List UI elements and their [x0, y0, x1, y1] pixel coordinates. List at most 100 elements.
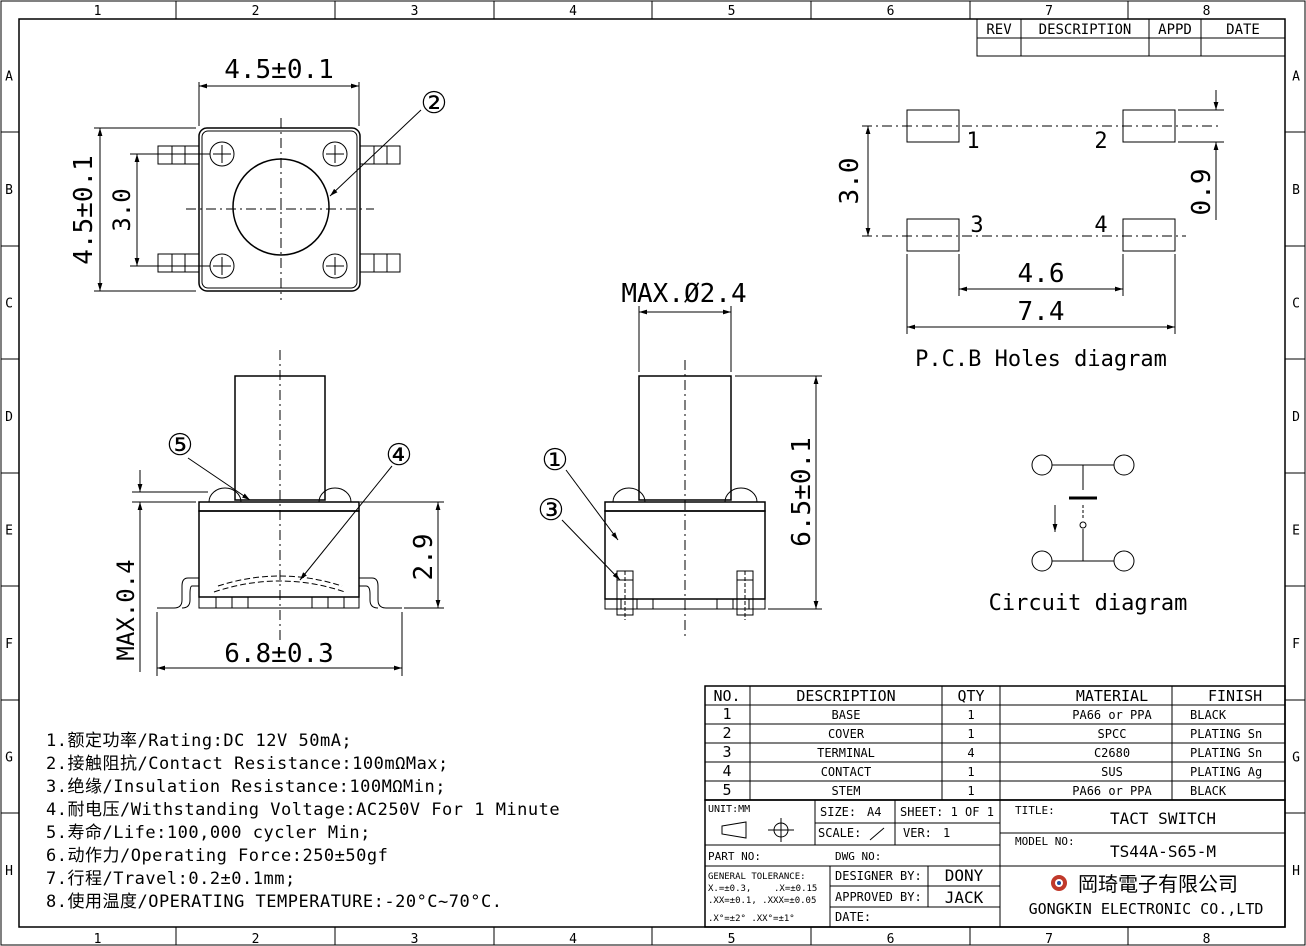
size-label: SIZE:: [820, 805, 856, 819]
rev-appd-header: APPD: [1158, 22, 1192, 38]
bom-cell: 4: [722, 762, 731, 780]
date-label: DATE:: [835, 910, 871, 924]
bom-cell: 1: [967, 708, 974, 722]
pcb-pitch-y-dim: 3.0: [835, 158, 865, 205]
row-label: A: [1292, 70, 1300, 85]
scale-value: [869, 827, 885, 841]
row-label: D: [5, 410, 13, 425]
bom-cell: C2680: [1094, 746, 1130, 760]
corner-screws: [209, 141, 348, 279]
bom-header: QTY: [957, 687, 984, 705]
tolerance-line-4: .X°=±2° .XX°=±1°: [708, 914, 795, 924]
bom-cell: 1: [967, 784, 974, 798]
spec-list: 1.额定功率/Rating:DC 12V 50mA;2.接触阻抗/Contact…: [46, 731, 560, 912]
row-label: G: [1292, 751, 1300, 766]
pcb-pin-1: 1: [966, 129, 979, 154]
top-view: 4.5±0.1 4.5±0.1 3.0 ②: [69, 55, 447, 300]
row-label: H: [1292, 864, 1300, 879]
bom-header: DESCRIPTION: [796, 687, 895, 705]
row-label: E: [5, 524, 13, 539]
part-no-label: PART NO:: [708, 850, 761, 863]
bom-cell: 3: [722, 743, 731, 761]
row-label: G: [5, 751, 13, 766]
title-label: TITLE:: [1015, 804, 1055, 817]
column-label: 7: [1045, 932, 1053, 946]
bom-cell: BLACK: [1190, 708, 1227, 722]
pcb-outer-x-dim: 7.4: [1018, 297, 1065, 327]
bom-cell: PA66 or PPA: [1072, 708, 1152, 722]
circuit-caption: Circuit diagram: [989, 591, 1188, 616]
column-label: 3: [411, 932, 419, 946]
tolerance-line-3: .XX=±0.1, .XXX=±0.05: [708, 896, 816, 906]
row-label: B: [5, 183, 13, 198]
pcb-pin-2: 2: [1094, 129, 1107, 154]
bom-cell: STEM: [832, 784, 861, 798]
spec-line: 4.耐电压/Withstanding Voltage:AC250V For 1 …: [46, 800, 560, 820]
bom-cell: 1: [722, 705, 731, 723]
top-width-dim: 4.5±0.1: [224, 55, 334, 85]
bom-header: MATERIAL: [1076, 687, 1148, 705]
spec-line: 5.寿命/Life:100,000 cycler Min;: [46, 823, 371, 843]
spec-line: 2.接触阻抗/Contact Resistance:100mΩMax;: [46, 754, 449, 774]
column-label: 5: [728, 4, 736, 19]
pcb-pad-dim: 0.9: [1187, 169, 1217, 216]
bom-cell: PLATING Ag: [1190, 765, 1262, 779]
tolerance-title: GENERAL TOLERANCE:: [708, 872, 806, 882]
unit-label: UNIT:MM: [708, 804, 750, 815]
pcb-pad: [906, 218, 960, 252]
scale-label: SCALE:: [818, 826, 861, 840]
bom-cell: CONTACT: [821, 765, 872, 779]
column-label: 4: [569, 932, 577, 946]
spec-line: 6.动作力/Operating Force:250±50gf: [46, 846, 388, 866]
column-label: 4: [569, 4, 577, 19]
pcb-pin-3: 3: [970, 213, 983, 238]
rev-date-header: DATE: [1226, 22, 1260, 38]
bom-cell: 1: [967, 727, 974, 741]
callout-2: ②: [421, 86, 448, 121]
front-height-dim: 6.5±0.1: [787, 437, 817, 547]
title-block: UNIT:MM SIZE: A4 SHEET: 1 OF 1 SCALE: VE…: [704, 799, 1286, 928]
projection-symbol: [721, 821, 747, 839]
model-label: MODEL NO:: [1015, 835, 1075, 848]
side-height-dim: 2.9: [409, 534, 439, 581]
callout-5: ⑤: [167, 428, 194, 463]
callout-3: ③: [538, 493, 565, 528]
column-label: 2: [252, 4, 260, 19]
bom-cell: 5: [722, 781, 731, 799]
bom-cell: COVER: [828, 727, 865, 741]
sheet-label: SHEET: 1 OF 1: [900, 805, 994, 819]
size-value: A4: [867, 805, 881, 819]
row-label: F: [1292, 637, 1300, 652]
bom-cell: TERMINAL: [817, 746, 875, 760]
side-width-dim: 6.8±0.3: [224, 639, 334, 669]
top-inner-dim: 3.0: [108, 188, 136, 231]
circuit-diagram: Circuit diagram: [989, 454, 1188, 616]
side-max-dim: MAX.0.4: [112, 559, 140, 660]
ver-value: 1: [943, 826, 950, 840]
pcb-inner-x-dim: 4.6: [1018, 259, 1065, 289]
designer-label: DESIGNER BY:: [835, 869, 922, 883]
column-label: 8: [1203, 932, 1211, 946]
column-label: 2: [252, 932, 260, 946]
front-stem-dim: MAX.Ø2.4: [621, 279, 746, 309]
column-label: 6: [887, 4, 895, 19]
column-label: 7: [1045, 4, 1053, 19]
front-view: MAX.Ø2.4 6.5±0.1 ① ③: [538, 279, 822, 636]
pcb-caption: P.C.B Holes diagram: [915, 347, 1167, 372]
side-view: MAX.0.4 2.9 6.8±0.3 ⑤ ④: [112, 350, 444, 676]
company-name-en: GONGKIN ELECTRONIC CO.,LTD: [1029, 900, 1264, 918]
tolerance-line-1: X.=±0.3,: [708, 884, 751, 894]
bom-cell: BASE: [832, 708, 861, 722]
row-label: H: [5, 864, 13, 879]
column-label: 1: [94, 932, 102, 946]
row-label: C: [1292, 297, 1300, 312]
spec-line: 8.使用温度/OPERATING TEMPERATURE:-20°C~70°C.: [46, 891, 502, 912]
callout-4: ④: [386, 438, 413, 473]
rev-header: REV: [986, 22, 1012, 38]
row-label: D: [1292, 410, 1300, 425]
callout-1: ①: [542, 443, 569, 478]
spec-line: 7.行程/Travel:0.2±0.1mm;: [46, 869, 296, 889]
